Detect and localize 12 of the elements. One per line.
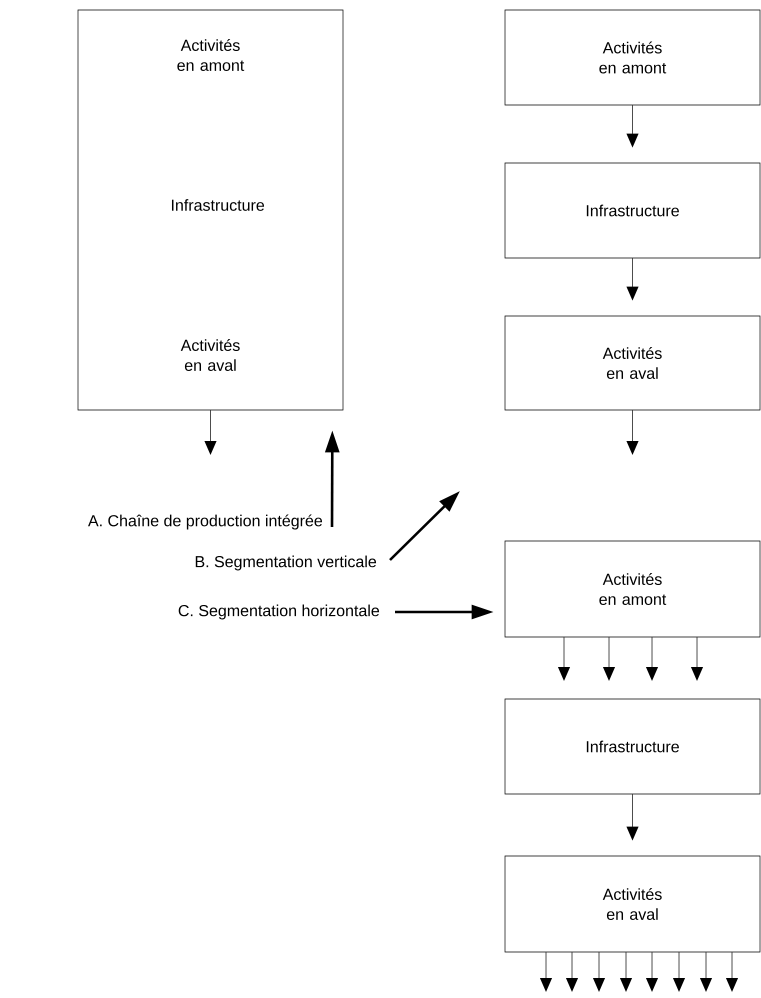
arrow-label: A. Chaîne de production intégrée (88, 514, 322, 530)
process-box: Activités en aval (504, 316, 760, 410)
arrow-label: B. Segmentation verticale (196, 556, 376, 570)
process-box: Activités en amont (504, 540, 760, 638)
box-text: Activités en amont (177, 39, 244, 71)
box-text: Activités en aval (180, 339, 240, 371)
box-text: Infrastructure (172, 199, 264, 211)
arrow-label: C. Segmentation horizontale (178, 604, 380, 620)
process-box: Infrastructure (504, 698, 760, 794)
process-box: Activités en aval (504, 856, 760, 952)
process-box: Activités en amont (504, 10, 760, 106)
process-box: Infrastructure (504, 162, 760, 258)
